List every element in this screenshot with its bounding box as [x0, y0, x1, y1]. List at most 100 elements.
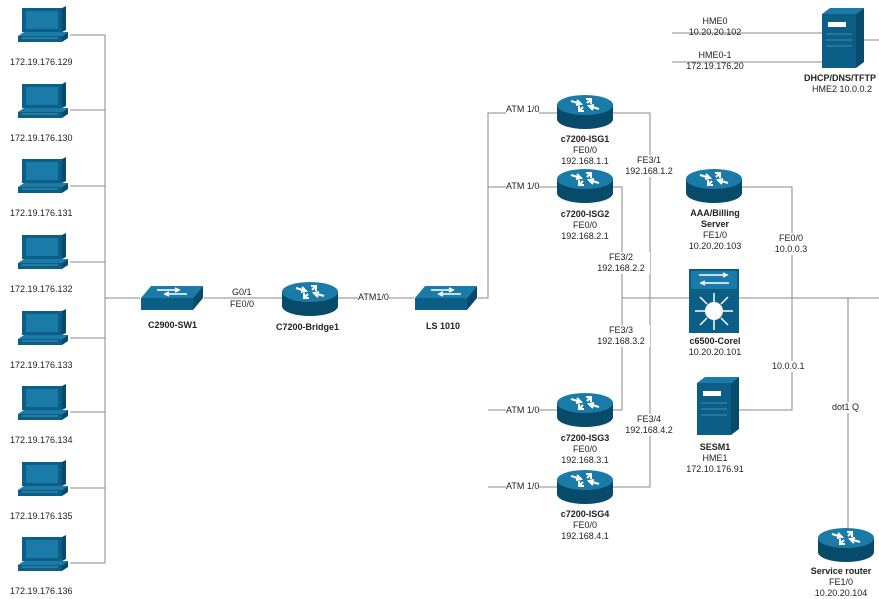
- isg4-name: c7200-ISG4: [560, 509, 610, 519]
- isg2-iface: FE0/0: [572, 220, 597, 230]
- pc-7[interactable]: [18, 460, 70, 505]
- isg2-name: c7200-ISG2: [560, 209, 610, 219]
- core-ip: 10.20.20.101: [688, 347, 742, 357]
- isg2-atm-label: ATM 1/0: [506, 181, 540, 192]
- fe00-ip: 10.0.0.3: [774, 244, 808, 254]
- router-isg3[interactable]: [557, 393, 613, 432]
- router-icon: [557, 169, 613, 203]
- hme0-iface: HME0: [702, 16, 728, 26]
- server-dhcp-dns-tftp[interactable]: [822, 8, 864, 68]
- pc-2[interactable]: [18, 82, 70, 127]
- fe31-label: FE3/1 192.168.1.2: [620, 155, 678, 177]
- router-icon: [557, 95, 613, 129]
- router-isg1[interactable]: [557, 95, 613, 134]
- router-icon: [557, 393, 613, 427]
- pc-8[interactable]: [18, 535, 70, 580]
- isg3-ip: 192.168.3.1: [561, 455, 609, 465]
- pc-5[interactable]: [18, 309, 70, 354]
- computer-icon: [18, 233, 68, 269]
- router-service[interactable]: [818, 528, 874, 567]
- pc-6[interactable]: [18, 384, 70, 429]
- fe34-label: FE3/4 192.168.4.2: [620, 414, 678, 436]
- aaa-name1: AAA/Billing: [690, 208, 740, 218]
- computer-icon: [18, 535, 68, 571]
- isg3-caption: c7200-ISG3 FE0/0 192.168.3.1: [548, 433, 622, 466]
- router-isg4[interactable]: [557, 470, 613, 509]
- switch-c2900-sw1[interactable]: [139, 284, 205, 312]
- link-bridge-ls-label: ATM1/0: [358, 292, 389, 303]
- hme01-label: HME0-1 172.19.176.20: [678, 50, 752, 72]
- isg1-caption: c7200-ISG1 FE0/0 192.168.1.1: [548, 134, 622, 167]
- isg1-ip: 192.168.1.1: [561, 156, 609, 166]
- isg1-atm-label: ATM 1/0: [506, 104, 540, 115]
- pc-5-ip: 172.19.176.133: [10, 360, 73, 370]
- router-isg2[interactable]: [557, 169, 613, 208]
- computer-icon: [18, 6, 68, 42]
- pc-1[interactable]: [18, 6, 70, 51]
- aaa-caption: AAA/Billing Server FE1/0 10.20.20.103: [676, 208, 754, 252]
- pc-3-ip: 172.19.176.131: [10, 208, 73, 218]
- fe32-ip: 192.168.2.2: [597, 263, 645, 273]
- router-icon: [557, 470, 613, 504]
- service-router-caption: Service router FE1/0 10.20.20.104: [804, 566, 878, 599]
- fe33-label: FE3/3 192.168.3.2: [592, 325, 650, 347]
- computer-icon: [18, 82, 68, 118]
- computer-icon: [18, 157, 68, 193]
- switch-sw1-label: C2900-SW1: [148, 320, 198, 330]
- pc-6-ip: 172.19.176.134: [10, 435, 73, 445]
- isg1-name: c7200-ISG1: [560, 134, 610, 144]
- dhcp-caption: DHCP/DNS/TFTP HME2 10.0.0.2: [804, 73, 879, 95]
- isg3-atm-label: ATM 1/0: [506, 405, 540, 416]
- pc-1-ip: 172.19.176.129: [10, 57, 73, 67]
- fe31-iface: FE3/1: [636, 155, 661, 165]
- server-sesm1[interactable]: [697, 377, 739, 435]
- layer3-switch-icon: [689, 269, 739, 333]
- isg2-caption: c7200-ISG2 FE0/0 192.168.2.1: [548, 209, 622, 242]
- link-sw1-bridge-label-1: G0/1: [232, 287, 252, 297]
- bridge-label: C7200-Bridge1: [276, 322, 340, 332]
- pc-8-ip: 172.19.176.136: [10, 586, 73, 596]
- fe00-label: FE0/0 10.0.0.3: [766, 233, 816, 255]
- fe32-label: FE3/2 192.168.2.2: [592, 252, 650, 274]
- aaa-ip: 10.20.20.103: [688, 241, 742, 251]
- pc-2-ip: 172.19.176.130: [10, 133, 73, 143]
- multilayer-switch-c6500[interactable]: [689, 269, 739, 333]
- hme01-ip: 172.19.176.20: [686, 61, 744, 71]
- isg4-caption: c7200-ISG4 FE0/0 192.168.4.1: [548, 509, 622, 542]
- pc-4-ip: 172.19.176.132: [10, 284, 73, 294]
- isg3-name: c7200-ISG3: [560, 433, 610, 443]
- isg4-iface: FE0/0: [572, 520, 597, 530]
- sesm-name: SESM1: [699, 442, 731, 452]
- link-10001-label: 10.0.0.1: [772, 361, 805, 372]
- fe33-ip: 192.168.3.2: [597, 336, 645, 346]
- isg3-iface: FE0/0: [572, 444, 597, 454]
- server-icon: [822, 8, 864, 68]
- switch-ls1010[interactable]: [413, 284, 479, 312]
- switch-icon: [141, 286, 203, 310]
- router-c7200-bridge1[interactable]: [282, 282, 338, 321]
- computer-icon: [18, 309, 68, 345]
- server-icon: [697, 377, 739, 435]
- sesm-ip: 172.10.176.91: [686, 464, 744, 474]
- dhcp-name: DHCP/DNS/TFTP: [804, 73, 876, 83]
- link-sw1-bridge-label-2: FE0/0: [230, 299, 255, 309]
- dot1q-label: dot1 Q: [832, 402, 860, 413]
- sesm-iface: HME1: [702, 453, 728, 463]
- core-caption: c6500-Corel 10.20.20.101: [676, 336, 754, 358]
- pc-4[interactable]: [18, 233, 70, 278]
- ls1010-label: LS 1010: [426, 321, 461, 331]
- computer-icon: [18, 384, 68, 420]
- isg4-ip: 192.168.4.1: [561, 531, 609, 541]
- pc-3[interactable]: [18, 157, 70, 202]
- service-router-iface: FE1/0: [828, 577, 853, 587]
- hme0-label: HME0 10.20.20.102: [678, 16, 752, 38]
- fe33-iface: FE3/3: [608, 325, 633, 335]
- isg4-atm-label: ATM 1/0: [506, 481, 540, 492]
- router-aaa-billing[interactable]: [686, 169, 742, 208]
- isg1-iface: FE0/0: [572, 145, 597, 155]
- fe00-iface: FE0/0: [778, 233, 803, 243]
- sesm-caption: SESM1 HME1 172.10.176.91: [676, 442, 754, 475]
- core-name: c6500-Corel: [689, 336, 741, 346]
- service-router-ip: 10.20.20.104: [814, 588, 868, 598]
- atm-switch-icon: [415, 286, 477, 310]
